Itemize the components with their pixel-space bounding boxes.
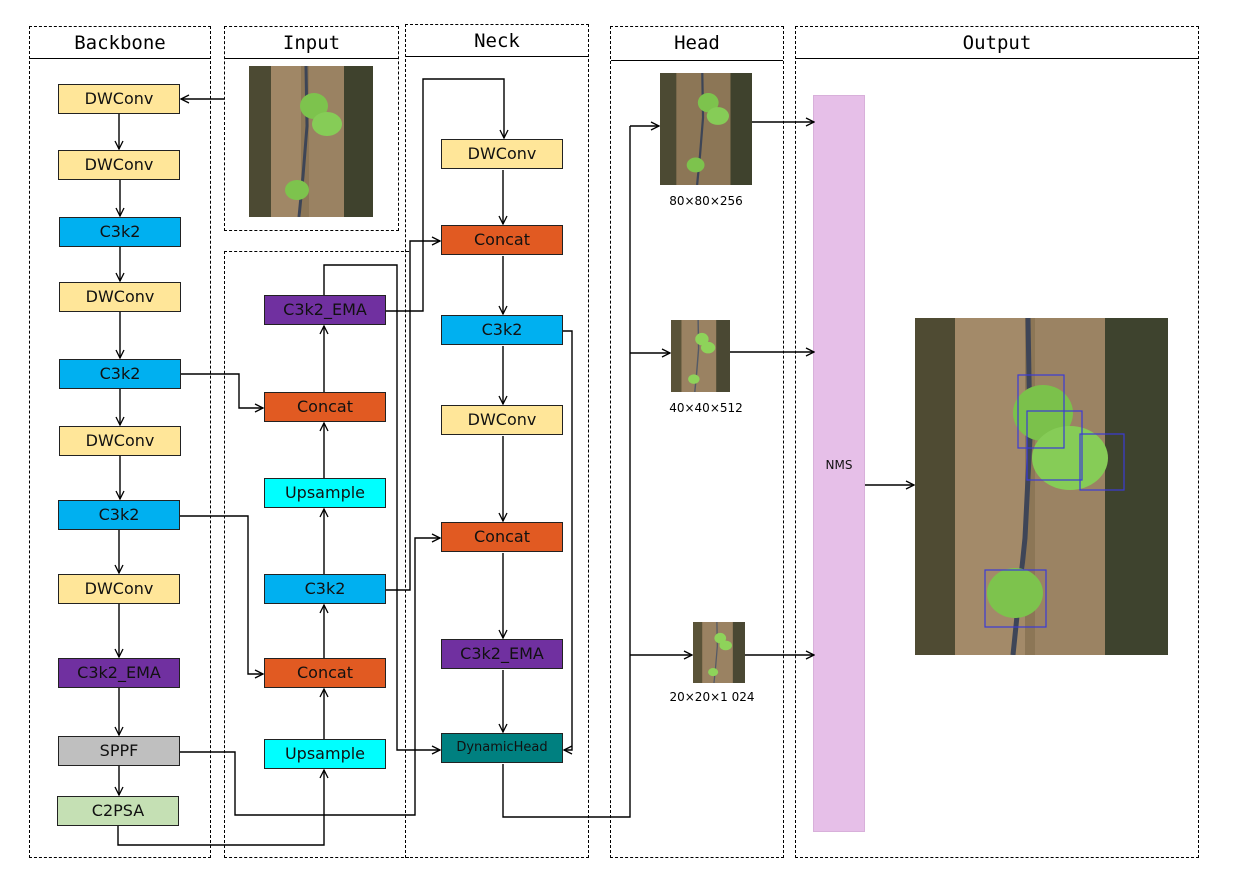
feature-map-80-icon	[660, 73, 752, 185]
backbone-c2psa[interactable]: C2PSA	[57, 796, 179, 826]
backbone-dwconv-4[interactable]: DWConv	[59, 426, 181, 456]
neck-concat-2[interactable]: Concat	[441, 522, 563, 552]
fpn-concat-2[interactable]: Concat	[264, 658, 386, 688]
head-output-image-large	[660, 73, 752, 185]
head-output-label-small: 20×20×1 024	[669, 690, 755, 704]
backbone-c3k2-ema[interactable]: C3k2_EMA	[58, 658, 180, 688]
fpn-upsample-2[interactable]: Upsample	[264, 739, 386, 769]
backbone-sppf[interactable]: SPPF	[58, 736, 180, 766]
input-image	[249, 66, 373, 217]
backbone-c3k2-1[interactable]: C3k2	[59, 217, 181, 247]
field-photo-icon	[249, 66, 373, 217]
head-output-label-medium: 40×40×512	[669, 401, 743, 415]
fpn-c3k2[interactable]: C3k2	[264, 574, 386, 604]
backbone-dwconv-2[interactable]: DWConv	[58, 150, 180, 180]
feature-map-20-icon	[693, 622, 745, 683]
output-panel: Output	[795, 26, 1199, 858]
backbone-dwconv-3[interactable]: DWConv	[59, 282, 181, 312]
neck-dwconv-1[interactable]: DWConv	[441, 139, 563, 169]
backbone-c3k2-2[interactable]: C3k2	[59, 359, 181, 389]
fpn-concat-1[interactable]: Concat	[264, 392, 386, 422]
head-output-image-medium	[671, 320, 730, 392]
input-title: Input	[225, 27, 398, 59]
backbone-panel: Backbone	[29, 26, 211, 858]
neck-dwconv-2[interactable]: DWConv	[441, 405, 563, 435]
neck-c3k2-ema[interactable]: C3k2_EMA	[441, 639, 563, 669]
fpn-upsample-1[interactable]: Upsample	[264, 478, 386, 508]
head-output-label-large: 80×80×256	[669, 194, 743, 208]
head-output-image-small	[693, 622, 745, 683]
nms-block[interactable]: NMS	[813, 95, 865, 832]
detection-photo-icon	[915, 318, 1168, 655]
neck-c3k2[interactable]: C3k2	[441, 315, 563, 345]
detection-result-image	[915, 318, 1168, 655]
backbone-title: Backbone	[30, 27, 210, 59]
backbone-dwconv-1[interactable]: DWConv	[58, 84, 180, 114]
feature-map-40-icon	[671, 320, 730, 392]
backbone-c3k2-3[interactable]: C3k2	[58, 500, 180, 530]
nms-label: NMS	[825, 458, 853, 472]
head-title: Head	[611, 27, 783, 61]
neck-concat-1[interactable]: Concat	[441, 225, 563, 255]
backbone-dwconv-5[interactable]: DWConv	[58, 574, 180, 604]
bounding-boxes	[984, 374, 1125, 628]
neck-title: Neck	[406, 25, 588, 57]
neck-dynamichead[interactable]: DynamicHead	[441, 733, 563, 763]
fpn-c3k2-ema[interactable]: C3k2_EMA	[264, 295, 386, 325]
output-title: Output	[796, 27, 1198, 59]
